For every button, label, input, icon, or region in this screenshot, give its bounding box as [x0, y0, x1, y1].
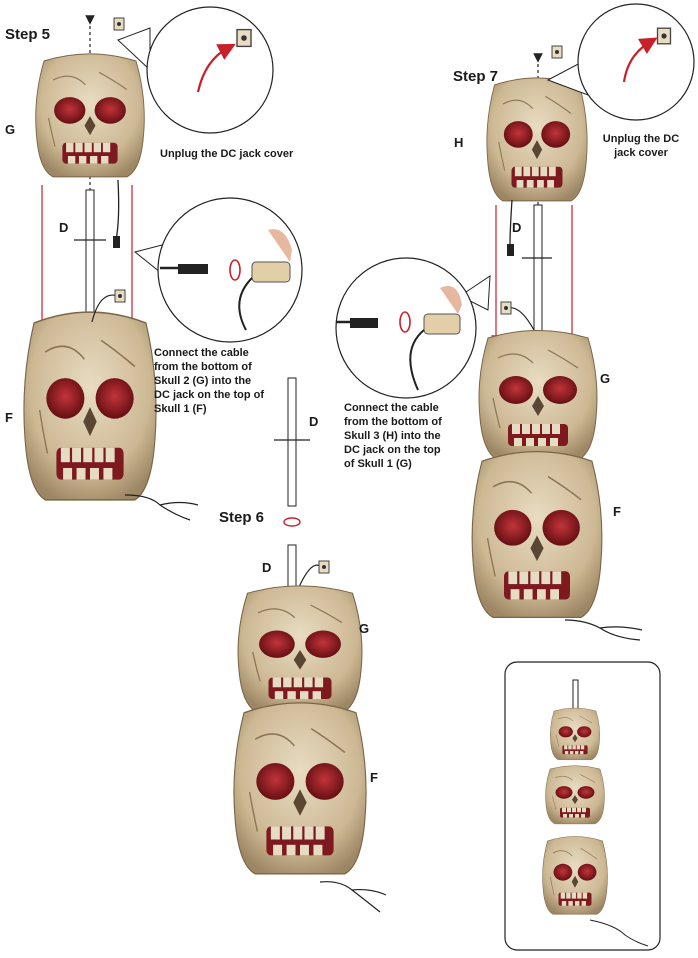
label-d-top: D [59, 220, 69, 235]
rotate-icon [283, 517, 301, 527]
caption-connect-right-line: from the bottom of [344, 416, 442, 428]
label-f-left: F [5, 410, 13, 425]
skull-f-step7 [471, 450, 603, 619]
skull-f-step6 [233, 702, 367, 875]
power-cable [124, 494, 199, 521]
final-assembly-box [504, 661, 661, 951]
caption-connect-left-line: DC jack on the top of [154, 389, 264, 401]
caption-unplug-right: Unplug the DC jack cover [596, 132, 686, 160]
label-g-right: G [600, 371, 611, 386]
caption-connect-right-line: DC jack on the top [344, 444, 441, 456]
label-h-right: H [454, 135, 464, 150]
callout-unplug-left [146, 6, 274, 134]
label-d-right: D [512, 220, 522, 235]
skull-g-step6 [237, 585, 363, 714]
caption-unplug-right-line1: Unplug the DC [602, 133, 680, 145]
pole-d [85, 189, 95, 326]
callout-connect-right [335, 257, 477, 399]
label-g-mid: G [359, 621, 370, 636]
caption-connect-left-line: Skull 2 (G) into the [154, 375, 252, 387]
step6-group [233, 377, 387, 913]
skull-g-step7 [478, 329, 598, 461]
step7-group [335, 3, 695, 641]
step5-group [23, 6, 303, 521]
caption-connect-right-line: of Skull 1 (G) [344, 458, 412, 470]
callout-unplug-right [577, 3, 695, 121]
caption-connect-right-line: Connect the cable [344, 402, 439, 414]
label-f-right: F [613, 504, 621, 519]
skull-f [23, 311, 157, 501]
caption-connect-left-line: from the bottom of [154, 361, 252, 373]
caption-connect-left-line: Skull 1 (F) [154, 403, 207, 415]
label-f-mid: F [370, 770, 378, 785]
label-g-top: G [5, 122, 16, 137]
dc-jack-top-f [114, 289, 126, 303]
caption-connect-left: Connect the cable from the bottom of Sku… [154, 346, 264, 416]
caption-connect-right-line: Skull 3 (H) into the [344, 430, 441, 442]
skull-h [486, 77, 588, 202]
label-d-mid: D [309, 414, 319, 429]
dc-jack-cover [113, 17, 125, 31]
step7-title: Step 7 [453, 68, 499, 85]
caption-connect-right: Connect the cable from the bottom of Sku… [344, 401, 442, 471]
caption-unplug-right-line2: jack cover [614, 147, 668, 159]
caption-unplug-left: Unplug the DC jack cover [160, 148, 294, 160]
label-d-low: D [262, 560, 272, 575]
pole-d-step6 [287, 377, 297, 507]
caption-connect-left-line: Connect the cable [154, 347, 249, 359]
skull-g [35, 53, 145, 178]
step5-title: Step 5 [5, 26, 51, 43]
step6-title: Step 6 [219, 509, 265, 526]
